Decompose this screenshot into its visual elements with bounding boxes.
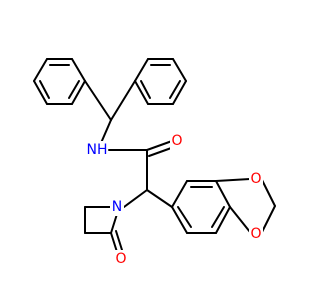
phenyl-left-inner-bond [68, 80, 80, 99]
phenyl-right-bond [134, 80, 149, 105]
benzhydryl-bond [84, 80, 112, 121]
dioxole-bond [261, 205, 276, 233]
phenyl-right-bond [172, 80, 187, 105]
ch-to-nh-bond [100, 119, 112, 144]
nh-label-bg [86, 141, 108, 159]
dioxole-oxygen-1-label: O [250, 171, 261, 187]
azetidinone-nitrogen-label: N [112, 199, 122, 215]
benzodioxole-inner-bond [177, 206, 192, 228]
nh-label: NH [87, 142, 108, 158]
carbonyl-double-bond [148, 146, 175, 157]
azetidinone-bond [110, 213, 118, 234]
dioxole-o1-label-bg [249, 170, 263, 188]
amide-oxygen-label: O [171, 133, 182, 149]
phenyl-left-bond [33, 80, 48, 105]
phenyl-right-bond [172, 58, 187, 82]
bond-layer [33, 58, 276, 253]
alpha-to-nitrogen-bond [123, 189, 148, 208]
phenyl-right-bond [134, 58, 149, 82]
alpha-to-aryl-bond [146, 189, 173, 208]
dioxole-bond [229, 206, 251, 233]
azetidinone-oxygen-label: O [115, 251, 126, 267]
benzodioxole-bond [215, 206, 231, 234]
benzodioxole-bond [171, 206, 188, 234]
dioxole-o2-label-bg [249, 225, 263, 243]
carbonyl-double-bond [146, 140, 173, 151]
phenyl-right-inner-bond [140, 80, 151, 99]
benzodioxole-inner-bond [211, 206, 225, 228]
dioxole-bond [261, 179, 276, 207]
azetidinone-carbonyl-bond [115, 230, 123, 251]
azetidinone-n-label-bg [110, 198, 124, 216]
dioxole-bond [215, 178, 251, 182]
phenyl-left-bond [33, 58, 48, 82]
dioxole-oxygen-2-label: O [250, 226, 261, 242]
phenyl-left-bond [71, 58, 86, 82]
azetidinone-carbonyl-bond [110, 232, 118, 253]
phenyl-right-inner-bond [169, 80, 181, 99]
benzodioxole-bond [171, 180, 188, 208]
benzodioxole-bond [215, 180, 231, 208]
azetidinone-o-label-bg [114, 250, 128, 268]
phenyl-left-bond [71, 80, 86, 105]
benzhydryl-bond [110, 80, 136, 121]
amide-o-label-bg [170, 132, 184, 150]
atom-label-layer: NH O N O O O [86, 132, 263, 268]
phenyl-left-inner-bond [39, 80, 50, 99]
chemical-structure-diagram: NH O N O O O [33, 58, 276, 268]
